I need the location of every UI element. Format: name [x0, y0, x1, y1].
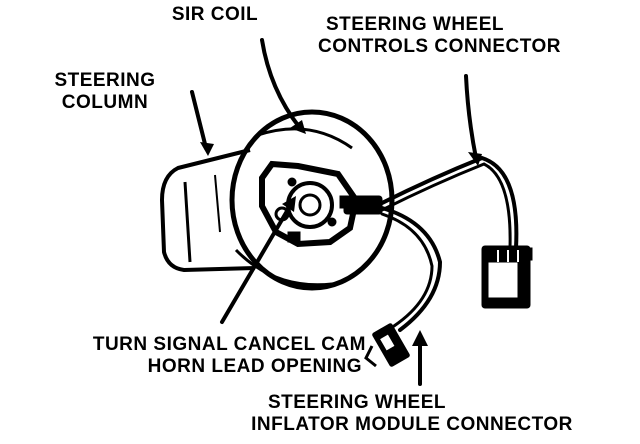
wire-harness [378, 155, 519, 332]
label-column-line-2: COLUMN [61, 92, 149, 113]
label-controls-line-1: STEERING WHEEL [326, 14, 505, 35]
arrow-controls-connector [464, 74, 478, 160]
label-inflator-line-1: STEERING WHEEL [267, 392, 446, 413]
arrow-cancel-cam [220, 204, 292, 324]
label-steering-wheel-inflator-module-connector: STEERING WHEEL INFLATOR MODULE CONNECTOR [196, 392, 628, 436]
arrow-steering-column [190, 90, 208, 150]
label-steering-column: STEERING COLUMN [30, 70, 180, 114]
label-turn-signal-cancel-cam: TURN SIGNAL CANCEL CAM [92, 334, 366, 355]
label-inflator-line-2: INFLATOR MODULE CONNECTOR [251, 414, 573, 435]
steering-wheel-controls-connector [481, 245, 533, 309]
steering-column-housing [160, 148, 256, 272]
label-horn-lead-opening: HORN LEAD OPENING [147, 356, 362, 377]
label-controls-line-2: CONTROLS CONNECTOR [318, 36, 561, 57]
arrow-heads [200, 120, 482, 346]
label-sir-coil: SIR COIL [171, 4, 259, 25]
arrow-sir-coil [260, 38, 302, 130]
inflator-module-connector [364, 323, 410, 368]
label-steering-wheel-controls-connector: STEERING WHEEL CONTROLS CONNECTOR [318, 14, 561, 58]
coil-connector-housing [343, 195, 383, 215]
label-column-line-1: STEERING [54, 70, 156, 91]
